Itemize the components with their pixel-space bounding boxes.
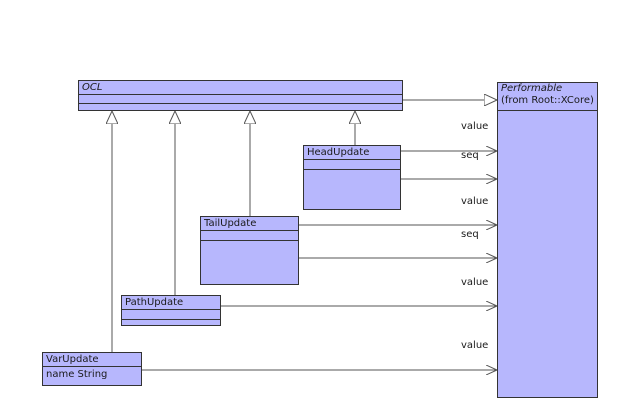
assoc-label-head-seq: seq [461,150,479,161]
assoc-label-head-value: value [461,121,489,132]
assoc-label-path-value: value [461,277,489,288]
class-pathupdate[interactable]: PathUpdate [121,295,221,326]
class-headupdate[interactable]: HeadUpdate [303,145,401,210]
class-performable-name: Performable [501,83,563,94]
class-ocl-name: OCL [79,81,402,95]
class-performable-stereotype: (from Root::XCore) [501,95,594,106]
assoc-label-var-value: value [461,340,489,351]
class-headupdate-name: HeadUpdate [304,146,400,160]
class-ocl-attributes [79,95,402,104]
assoc-label-tail-value: value [461,196,489,207]
class-ocl[interactable]: OCL [78,80,403,111]
class-tailupdate-name: TailUpdate [201,217,298,231]
class-varupdate-attribute: name String [46,369,108,380]
class-tailupdate[interactable]: TailUpdate [200,216,299,285]
class-varupdate[interactable]: VarUpdate name String [42,352,142,386]
class-pathupdate-attributes [122,310,220,320]
class-varupdate-name: VarUpdate [43,353,141,367]
class-performable[interactable]: Performable (from Root::XCore) [497,82,598,398]
class-pathupdate-name: PathUpdate [122,296,220,310]
class-tailupdate-attributes [201,231,298,241]
class-performable-header: Performable (from Root::XCore) [498,83,597,111]
assoc-label-tail-seq: seq [461,229,479,240]
class-headupdate-attributes [304,160,400,170]
